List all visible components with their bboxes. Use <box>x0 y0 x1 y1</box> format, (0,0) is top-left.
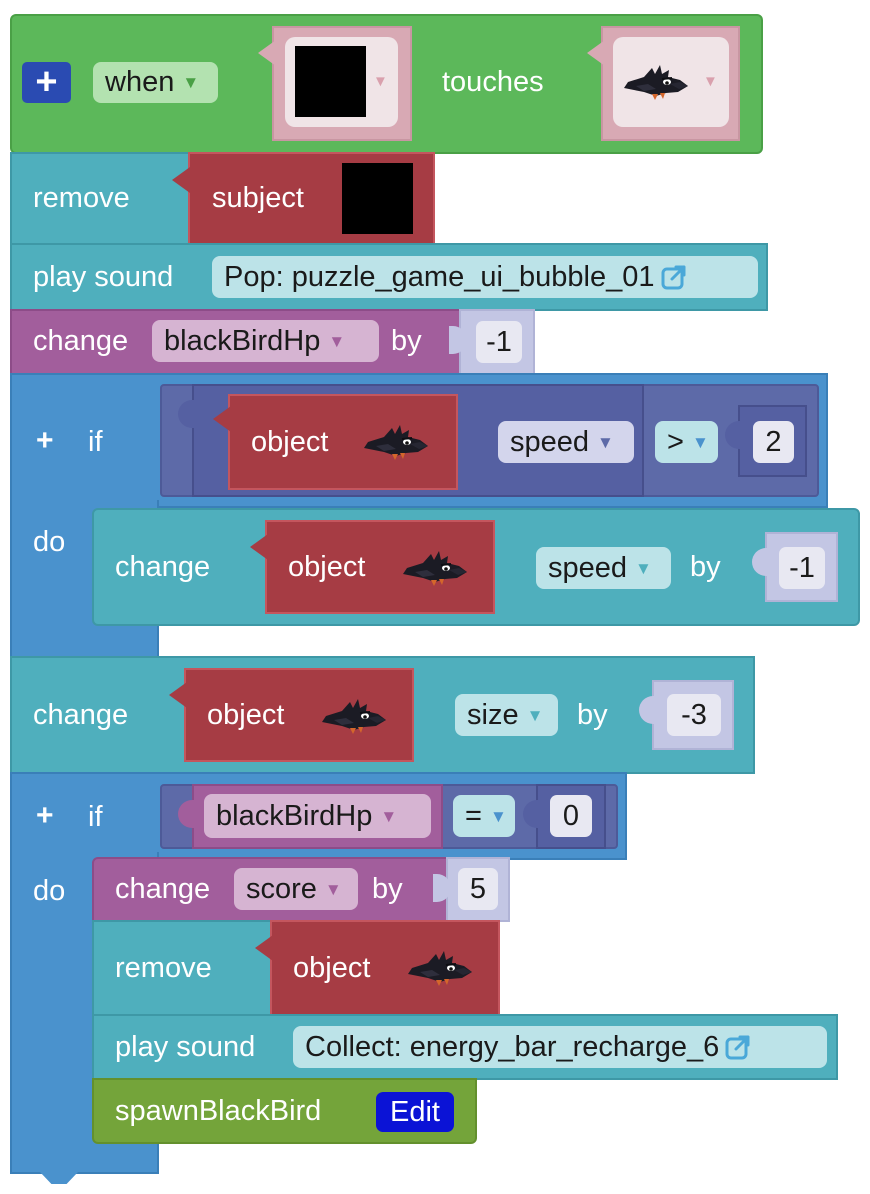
black-bird-sprite-icon <box>320 696 390 736</box>
sound-selector[interactable]: Pop: puzzle_game_ui_bubble_01 <box>212 256 758 298</box>
property-dropdown[interactable]: size ▼ <box>455 694 558 736</box>
black-square-sprite <box>295 46 366 117</box>
dropdown-caret-icon: ▼ <box>373 73 388 90</box>
slot-notch <box>523 800 541 828</box>
number-input[interactable]: 0 <box>550 795 592 837</box>
black-square-sprite <box>342 163 413 234</box>
dropdown-caret-icon: ▼ <box>328 331 346 351</box>
by-label: by <box>690 551 721 583</box>
operator: = <box>465 799 482 832</box>
by-label: by <box>391 325 422 357</box>
touches-label: touches <box>442 66 544 98</box>
object-label: object <box>207 699 285 731</box>
object-label: object <box>288 551 366 583</box>
object-label: object <box>251 426 329 458</box>
slot-notch <box>725 421 743 449</box>
function-name: spawnBlackBird <box>115 1095 322 1127</box>
by-label: by <box>372 873 403 905</box>
number-input[interactable]: -1 <box>476 321 522 363</box>
edit-button[interactable]: Edit <box>376 1092 454 1132</box>
operator-dropdown[interactable]: = ▼ <box>453 795 515 837</box>
external-link-icon[interactable] <box>661 264 687 290</box>
number-input[interactable]: 2 <box>753 421 794 463</box>
remove-label: remove <box>115 952 212 984</box>
property-name: speed <box>510 425 590 458</box>
operator: > <box>667 425 684 458</box>
property-dropdown[interactable]: speed ▼ <box>536 547 671 589</box>
by-label: by <box>577 699 608 731</box>
do-label: do <box>33 875 66 907</box>
slot-notch <box>449 326 467 354</box>
play-sound-label: play sound <box>33 261 174 293</box>
external-link-icon[interactable] <box>725 1034 751 1060</box>
when-dropdown[interactable]: when ▼ <box>93 62 218 103</box>
do-label: do <box>33 526 66 558</box>
variable-name: blackBirdHp <box>216 799 373 832</box>
number-input[interactable]: -3 <box>667 694 721 736</box>
black-bird-sprite-icon <box>622 62 692 102</box>
property-dropdown[interactable]: speed ▼ <box>498 421 634 463</box>
operator-dropdown[interactable]: > ▼ <box>655 421 718 463</box>
property-name: size <box>467 698 519 731</box>
sound-name: Pop: puzzle_game_ui_bubble_01 <box>224 260 655 293</box>
dropdown-caret-icon: ▼ <box>635 558 652 578</box>
black-bird-sprite-icon <box>362 422 432 462</box>
dropdown-caret-icon: ▼ <box>380 806 398 826</box>
subject-label: subject <box>212 182 304 214</box>
dropdown-caret-icon: ▼ <box>703 73 718 90</box>
dropdown-caret-icon: ▼ <box>597 432 614 452</box>
dropdown-caret-icon: ▼ <box>526 705 544 725</box>
dropdown-caret-icon: ▼ <box>489 806 507 826</box>
object-label: object <box>293 952 371 984</box>
slot-notch <box>752 548 770 576</box>
bottom-connector <box>40 1172 78 1184</box>
black-bird-sprite-icon <box>401 548 471 588</box>
sound-selector[interactable]: Collect: energy_bar_recharge_6 <box>293 1026 827 1068</box>
dropdown-caret-icon: ▼ <box>691 432 709 452</box>
sound-name: Collect: energy_bar_recharge_6 <box>305 1030 720 1063</box>
plus-icon[interactable]: + <box>22 61 71 103</box>
number-input[interactable]: -1 <box>779 547 825 589</box>
variable-name: score <box>246 872 317 905</box>
slot-notch <box>639 696 657 724</box>
play-sound-label: play sound <box>115 1031 256 1063</box>
black-bird-sprite-icon <box>406 948 476 988</box>
plus-icon[interactable]: + <box>36 424 54 457</box>
number-input[interactable]: 5 <box>458 868 498 910</box>
property-name: speed <box>548 551 628 584</box>
slot-notch <box>178 800 196 828</box>
plus-icon[interactable]: + <box>36 799 54 832</box>
change-label: change <box>33 325 129 357</box>
change-label: change <box>115 873 211 905</box>
if-label: if <box>88 801 103 833</box>
dropdown-caret-icon: ▼ <box>324 879 342 899</box>
change-label: change <box>33 699 129 731</box>
change-label: change <box>115 551 211 583</box>
when-label: when <box>105 66 175 98</box>
remove-label: remove <box>33 182 130 214</box>
slot-notch <box>433 874 451 902</box>
slot-notch <box>178 400 196 428</box>
variable-name: blackBirdHp <box>164 324 321 357</box>
variable-dropdown[interactable]: score ▼ <box>234 868 358 910</box>
dropdown-caret-icon: ▼ <box>182 73 200 92</box>
variable-dropdown[interactable]: blackBirdHp ▼ <box>204 794 431 838</box>
variable-dropdown[interactable]: blackBirdHp ▼ <box>152 320 379 362</box>
if-label: if <box>88 426 103 458</box>
